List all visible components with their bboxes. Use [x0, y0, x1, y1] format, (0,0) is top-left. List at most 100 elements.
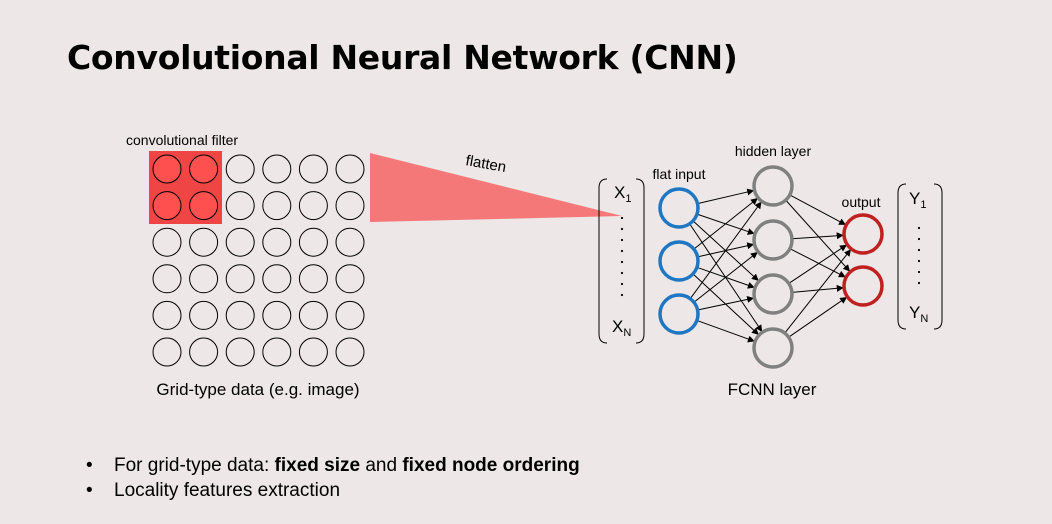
input-vector: X1 XN [598, 178, 645, 344]
connection-arrow [697, 188, 755, 205]
ellipsis-dot [917, 259, 921, 263]
grid-node [225, 337, 255, 367]
grid-node [262, 300, 292, 330]
ellipsis-dot [917, 226, 921, 230]
ellipsis-dot [620, 238, 624, 242]
connection-arrow [689, 201, 762, 299]
flatten-label: flatten [464, 152, 507, 176]
connection-arrow [791, 284, 844, 293]
grid-node [152, 227, 182, 257]
output-vector: Y1 YN [897, 183, 943, 330]
grid-node [225, 300, 255, 330]
grid-node [225, 191, 255, 221]
ellipsis-dot [917, 237, 921, 241]
connection-arrow [784, 249, 852, 334]
connection-arrow [785, 199, 851, 272]
bullet-list: For grid-type data: fixed size and fixed… [86, 453, 580, 503]
filter-node [189, 154, 219, 184]
y1-label: Y1 [909, 189, 926, 211]
y-ellipsis [917, 226, 921, 285]
grid-nodes [152, 154, 365, 367]
grid-node [189, 264, 219, 294]
hidden-node [752, 327, 794, 369]
grid-node [262, 227, 292, 257]
output-label: output [842, 194, 881, 210]
grid-node [152, 264, 182, 294]
ellipsis-dot [620, 293, 624, 297]
connection-arrow [789, 194, 846, 226]
grid-node [335, 227, 365, 257]
grid-node [189, 337, 219, 367]
grid-node [335, 154, 365, 184]
flat-input-label: flat input [653, 166, 706, 182]
grid-node [225, 264, 255, 294]
bullet-bold: fixed size [274, 455, 361, 476]
left-bracket-y [897, 183, 907, 330]
grid-caption: Grid-type data (e.g. image) [156, 380, 359, 399]
connection-arrow [697, 296, 755, 311]
grid-node [225, 227, 255, 257]
input-node [658, 293, 700, 335]
grid-node [152, 300, 182, 330]
bullet-item: For grid-type data: fixed size and fixed… [86, 453, 580, 478]
bullet-item: Locality features extraction [86, 478, 580, 503]
connections [689, 188, 852, 343]
grid-node [262, 337, 292, 367]
network-nodes [658, 165, 884, 369]
hidden-node [752, 219, 794, 261]
grid-node [298, 154, 328, 184]
filter-node [152, 191, 182, 221]
xn-label: XN [612, 317, 631, 339]
grid-node [152, 337, 182, 367]
ellipsis-dot [620, 216, 624, 220]
ellipsis-dot [620, 282, 624, 286]
hidden-node [752, 165, 794, 207]
connection-arrow [788, 296, 848, 338]
grid-node [298, 300, 328, 330]
flatten-wedge [370, 153, 622, 222]
ellipsis-dot [620, 249, 624, 253]
grid-node [298, 337, 328, 367]
grid-node [262, 264, 292, 294]
grid-node [335, 191, 365, 221]
ellipsis-dot [620, 260, 624, 264]
connection-arrow [791, 232, 844, 240]
left-bracket-x [598, 178, 608, 344]
bullet-bold: fixed node ordering [402, 455, 580, 476]
fcnn-layer-label: FCNN layer [728, 380, 817, 399]
grid-node [335, 337, 365, 367]
ellipsis-dot [917, 270, 921, 274]
conv-filter-label: convolutional filter [126, 132, 238, 148]
ellipsis-dot [917, 281, 921, 285]
connection-arrow [788, 244, 847, 284]
connection-arrow [789, 248, 846, 278]
ellipsis-dot [620, 271, 624, 275]
grid-node [189, 227, 219, 257]
grid-node [262, 191, 292, 221]
grid-node [335, 264, 365, 294]
x1-label: X1 [614, 183, 631, 205]
grid-node [298, 227, 328, 257]
input-node [658, 240, 700, 282]
connection-arrow [696, 319, 755, 343]
hidden-node [752, 273, 794, 315]
connection-arrow [693, 198, 758, 250]
grid-node [189, 300, 219, 330]
right-bracket-y [933, 183, 943, 330]
ellipsis-dot [917, 248, 921, 252]
grid-node [225, 154, 255, 184]
yn-label: YN [909, 303, 928, 325]
grid-node [298, 191, 328, 221]
x-ellipsis [620, 216, 624, 297]
page-title: Convolutional Neural Network (CNN) [67, 38, 738, 77]
filter-node [189, 191, 219, 221]
ellipsis-dot [620, 227, 624, 231]
grid-node [335, 300, 365, 330]
input-node [658, 187, 700, 229]
right-bracket-x [635, 178, 645, 344]
grid-node [298, 264, 328, 294]
filter-node [152, 154, 182, 184]
hidden-layer-label: hidden layer [735, 143, 812, 159]
